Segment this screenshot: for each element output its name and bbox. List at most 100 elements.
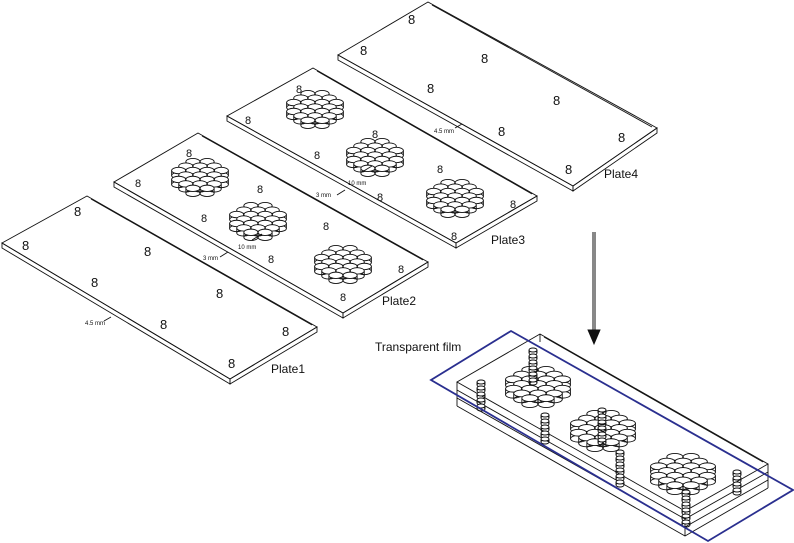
pin-hole: 8	[144, 244, 151, 259]
plate1: 8 8 8 8 8 8 8 8 4.5 mm Plate1	[1, 195, 318, 385]
dimension-tick	[454, 123, 463, 129]
plate4-inner-edge	[431, 4, 653, 128]
plate2: 8 8 8 8 8 8 8 8 3 mm 10 mm Plate2	[113, 132, 429, 319]
plate2-label: Plate2	[382, 294, 416, 308]
pin-hole: 8	[340, 292, 346, 304]
pin-hole: 8	[360, 43, 367, 58]
plate4-pin-holes: 8 8 8 8 8 8 8 8	[360, 12, 625, 177]
well	[374, 164, 390, 177]
plate2-well-array-3	[314, 245, 372, 284]
well	[666, 481, 684, 496]
pin-hole: 8	[553, 93, 560, 108]
well	[521, 394, 539, 409]
well	[537, 394, 555, 409]
pin-hole: 8	[74, 204, 81, 219]
pin-hole: 8	[408, 12, 415, 27]
plate2-well-array-1	[171, 158, 229, 197]
pin-hole: 8	[498, 124, 505, 139]
pin-hole: 8	[268, 254, 274, 266]
well	[199, 184, 215, 197]
pin-hole: 8	[510, 199, 516, 211]
assembly-arrow	[587, 232, 601, 346]
plate4-label: Plate4	[604, 167, 638, 181]
plate3-label: Plate3	[491, 233, 525, 247]
pin-hole: 8	[228, 356, 235, 371]
pin-hole: 8	[22, 238, 29, 253]
well	[360, 164, 376, 177]
pin-hole: 8	[186, 148, 192, 160]
well	[681, 489, 691, 498]
device-well-array-1	[505, 365, 571, 409]
well	[540, 412, 550, 421]
pin-hole: 8	[377, 192, 383, 204]
well	[597, 431, 607, 440]
arrow-head-icon	[587, 329, 601, 346]
well	[476, 385, 486, 394]
dimension-tick	[103, 316, 112, 322]
pin-hole: 8	[135, 178, 141, 190]
well	[243, 228, 259, 241]
device-pin-columns	[476, 347, 742, 528]
plate1-dimension: 4.5 mm	[85, 321, 105, 327]
pin-hole: 8	[323, 221, 329, 233]
well	[476, 391, 486, 400]
pin-hole: 8	[372, 129, 378, 141]
plate2-spacing: 10 mm	[238, 245, 256, 251]
plate3-dimension: 3 mm	[316, 193, 331, 199]
film-label: Transparent film	[375, 340, 461, 354]
well	[732, 475, 742, 484]
plate3: 8 8 8 8 8 8 8 8 3 mm 10 mm Plate3	[226, 67, 538, 249]
well	[342, 271, 358, 284]
spacing-tick	[361, 165, 373, 173]
well	[597, 437, 607, 446]
spacing-tick	[251, 233, 263, 241]
pin-hole: 8	[257, 184, 263, 196]
pin-hole: 8	[618, 130, 625, 145]
dimension-tick	[219, 251, 229, 258]
plate4-side-edge	[572, 127, 658, 192]
pin-hole: 8	[565, 162, 572, 177]
pin-hole: 8	[481, 51, 488, 66]
plate2-pin-holes: 8 8 8 8 8 8 8 8	[135, 148, 404, 304]
plate3-inner-edge	[316, 70, 533, 195]
plate3-well-array-1	[286, 90, 344, 129]
pin-hole: 8	[282, 324, 289, 339]
pin-hole: 8	[427, 81, 434, 96]
pin-hole: 8	[296, 84, 302, 96]
plate4-dimension: 4.5 mm	[434, 129, 454, 135]
plate3-pin-holes: 8 8 8 8 8 8 8 8	[245, 84, 516, 243]
plate1-side-edge	[229, 326, 318, 385]
plate2-side-edge	[342, 261, 429, 319]
well	[597, 407, 607, 416]
device-well-array-3	[650, 452, 716, 496]
well	[528, 347, 538, 356]
pin-hole: 8	[437, 164, 443, 176]
well	[314, 116, 330, 129]
plate3-well-array-3	[426, 179, 484, 218]
dimension-tick	[336, 189, 346, 196]
well	[185, 184, 201, 197]
pin-hole: 8	[451, 231, 457, 243]
well	[615, 479, 625, 488]
well	[540, 430, 550, 439]
transparent-film-outline	[429, 329, 794, 543]
well	[454, 205, 470, 218]
pin-hole: 8	[160, 317, 167, 332]
assembled-device: Transparent film	[375, 329, 794, 543]
plate3-well-array-2	[346, 138, 404, 177]
well	[597, 413, 607, 422]
plate1-front-edge	[1, 242, 231, 385]
well	[732, 469, 742, 478]
plate4: 8 8 8 8 8 8 8 8 4.5 mm Plate4	[337, 1, 658, 192]
plate2-dimension: 3 mm	[203, 256, 218, 262]
well	[540, 424, 550, 433]
well	[300, 116, 316, 129]
well	[540, 436, 550, 445]
plate3-spacing: 10 mm	[348, 181, 366, 187]
pin-hole: 8	[398, 264, 404, 276]
pin-hole: 8	[91, 275, 98, 290]
well	[615, 461, 625, 470]
plate1-pin-holes: 8 8 8 8 8 8 8 8	[22, 204, 289, 371]
